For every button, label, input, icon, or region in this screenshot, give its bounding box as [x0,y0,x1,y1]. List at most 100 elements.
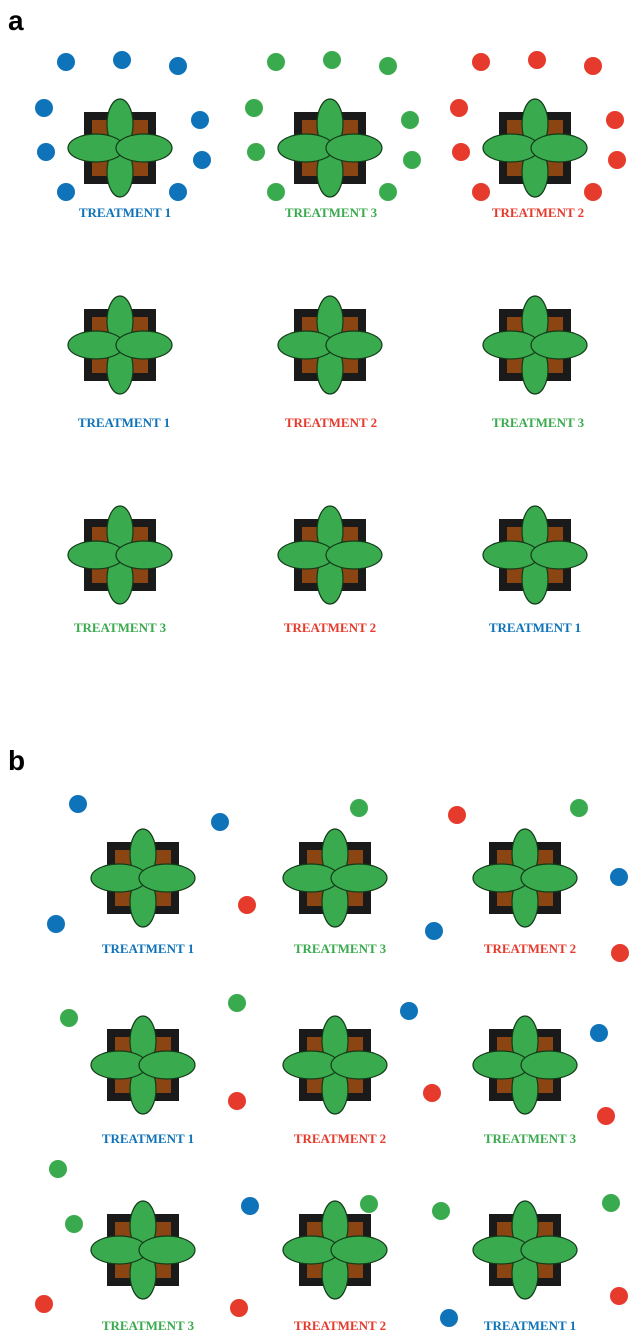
treatment-dot [452,143,470,161]
treatment-label: TREATMENT 1 [102,941,194,956]
treatment-dot [238,896,256,914]
leaf-right [520,1050,578,1080]
treatment-dot [247,143,265,161]
plant-pot [277,295,383,395]
treatment-label: TREATMENT 1 [102,1131,194,1146]
leaf-right [330,1235,388,1265]
treatment-dot [597,1107,615,1125]
treatment-dot [610,1287,628,1305]
treatment-dot [267,183,285,201]
treatment-label: TREATMENT 3 [294,941,387,956]
treatment-dot [35,99,53,117]
treatment-dot [472,183,490,201]
treatment-label: TREATMENT 1 [78,415,170,430]
plant-pot [67,98,173,198]
treatment-label: TREATMENT 3 [74,620,167,635]
leaf-right [520,1235,578,1265]
leaf-right [330,1050,388,1080]
treatment-dot [401,111,419,129]
plant-pot [472,828,578,928]
treatment-dot [350,799,368,817]
treatment-dot [400,1002,418,1020]
treatment-dot [65,1215,83,1233]
treatment-label: TREATMENT 2 [294,1131,386,1146]
panel-b-label: b [8,745,25,776]
plant-pot [282,1015,388,1115]
treatment-dot [606,111,624,129]
treatment-dot [113,51,131,69]
treatment-label: TREATMENT 1 [489,620,581,635]
leaf-right [138,1235,196,1265]
plant-pot [482,505,588,605]
treatment-label: TREATMENT 1 [484,1318,576,1333]
leaf-right [325,133,383,163]
treatment-label: TREATMENT 2 [284,620,376,635]
treatment-dot [193,151,211,169]
leaf-right [530,540,588,570]
treatment-label: TREATMENT 3 [492,415,585,430]
treatment-dot [602,1194,620,1212]
treatment-label: TREATMENT 3 [285,205,378,220]
treatment-dot [169,57,187,75]
treatment-dot [360,1195,378,1213]
treatment-dot [584,183,602,201]
treatment-dot [228,994,246,1012]
leaf-right [115,330,173,360]
treatment-dot [450,99,468,117]
leaf-right [330,863,388,893]
treatment-dot [241,1197,259,1215]
treatment-dot [584,57,602,75]
treatment-label: TREATMENT 3 [484,1131,577,1146]
plant-pot [482,98,588,198]
treatment-label: TREATMENT 2 [492,205,584,220]
leaf-right [115,540,173,570]
plant-pot [282,1200,388,1300]
treatment-dot [69,795,87,813]
plant-pot [282,828,388,928]
treatment-dot [608,151,626,169]
leaf-right [325,540,383,570]
treatment-dot [472,53,490,71]
treatment-dot [448,806,466,824]
leaf-right [115,133,173,163]
treatment-label: TREATMENT 1 [79,205,171,220]
treatment-dot [245,99,263,117]
treatment-dot [47,915,65,933]
plant-pot [90,1015,196,1115]
leaf-right [520,863,578,893]
treatment-label: TREATMENT 3 [102,1318,195,1333]
treatment-dot [228,1092,246,1110]
plant-pot [67,505,173,605]
treatment-dot [528,51,546,69]
leaf-right [138,1050,196,1080]
plant-pot [472,1015,578,1115]
treatment-dot [590,1024,608,1042]
plant-pot [90,1200,196,1300]
leaf-right [325,330,383,360]
treatment-dot [403,151,421,169]
leaf-right [530,330,588,360]
treatment-dot [610,868,628,886]
plant-pot [90,828,196,928]
plant-pot [277,98,383,198]
treatment-label: TREATMENT 2 [484,941,576,956]
panel-a-label: a [8,5,24,36]
treatment-dot [37,143,55,161]
treatment-dot [35,1295,53,1313]
panel-a: a TREATMENT 1 TREATMENT 3 TREATMENT 2 TREAT… [8,5,626,635]
treatment-dot [211,813,229,831]
treatment-dot [379,57,397,75]
treatment-dot [425,922,443,940]
plant-pot [472,1200,578,1300]
plant-pot [482,295,588,395]
panel-b: b TREATMENT 1 TREATMENT 3 TREATMENT 2 TREAT… [8,745,629,1333]
treatment-dot [57,183,75,201]
treatment-dot [379,183,397,201]
treatment-dot [432,1202,450,1220]
treatment-dot [267,53,285,71]
treatment-dot [49,1160,67,1178]
treatment-label: TREATMENT 2 [294,1318,386,1333]
treatment-dot [57,53,75,71]
